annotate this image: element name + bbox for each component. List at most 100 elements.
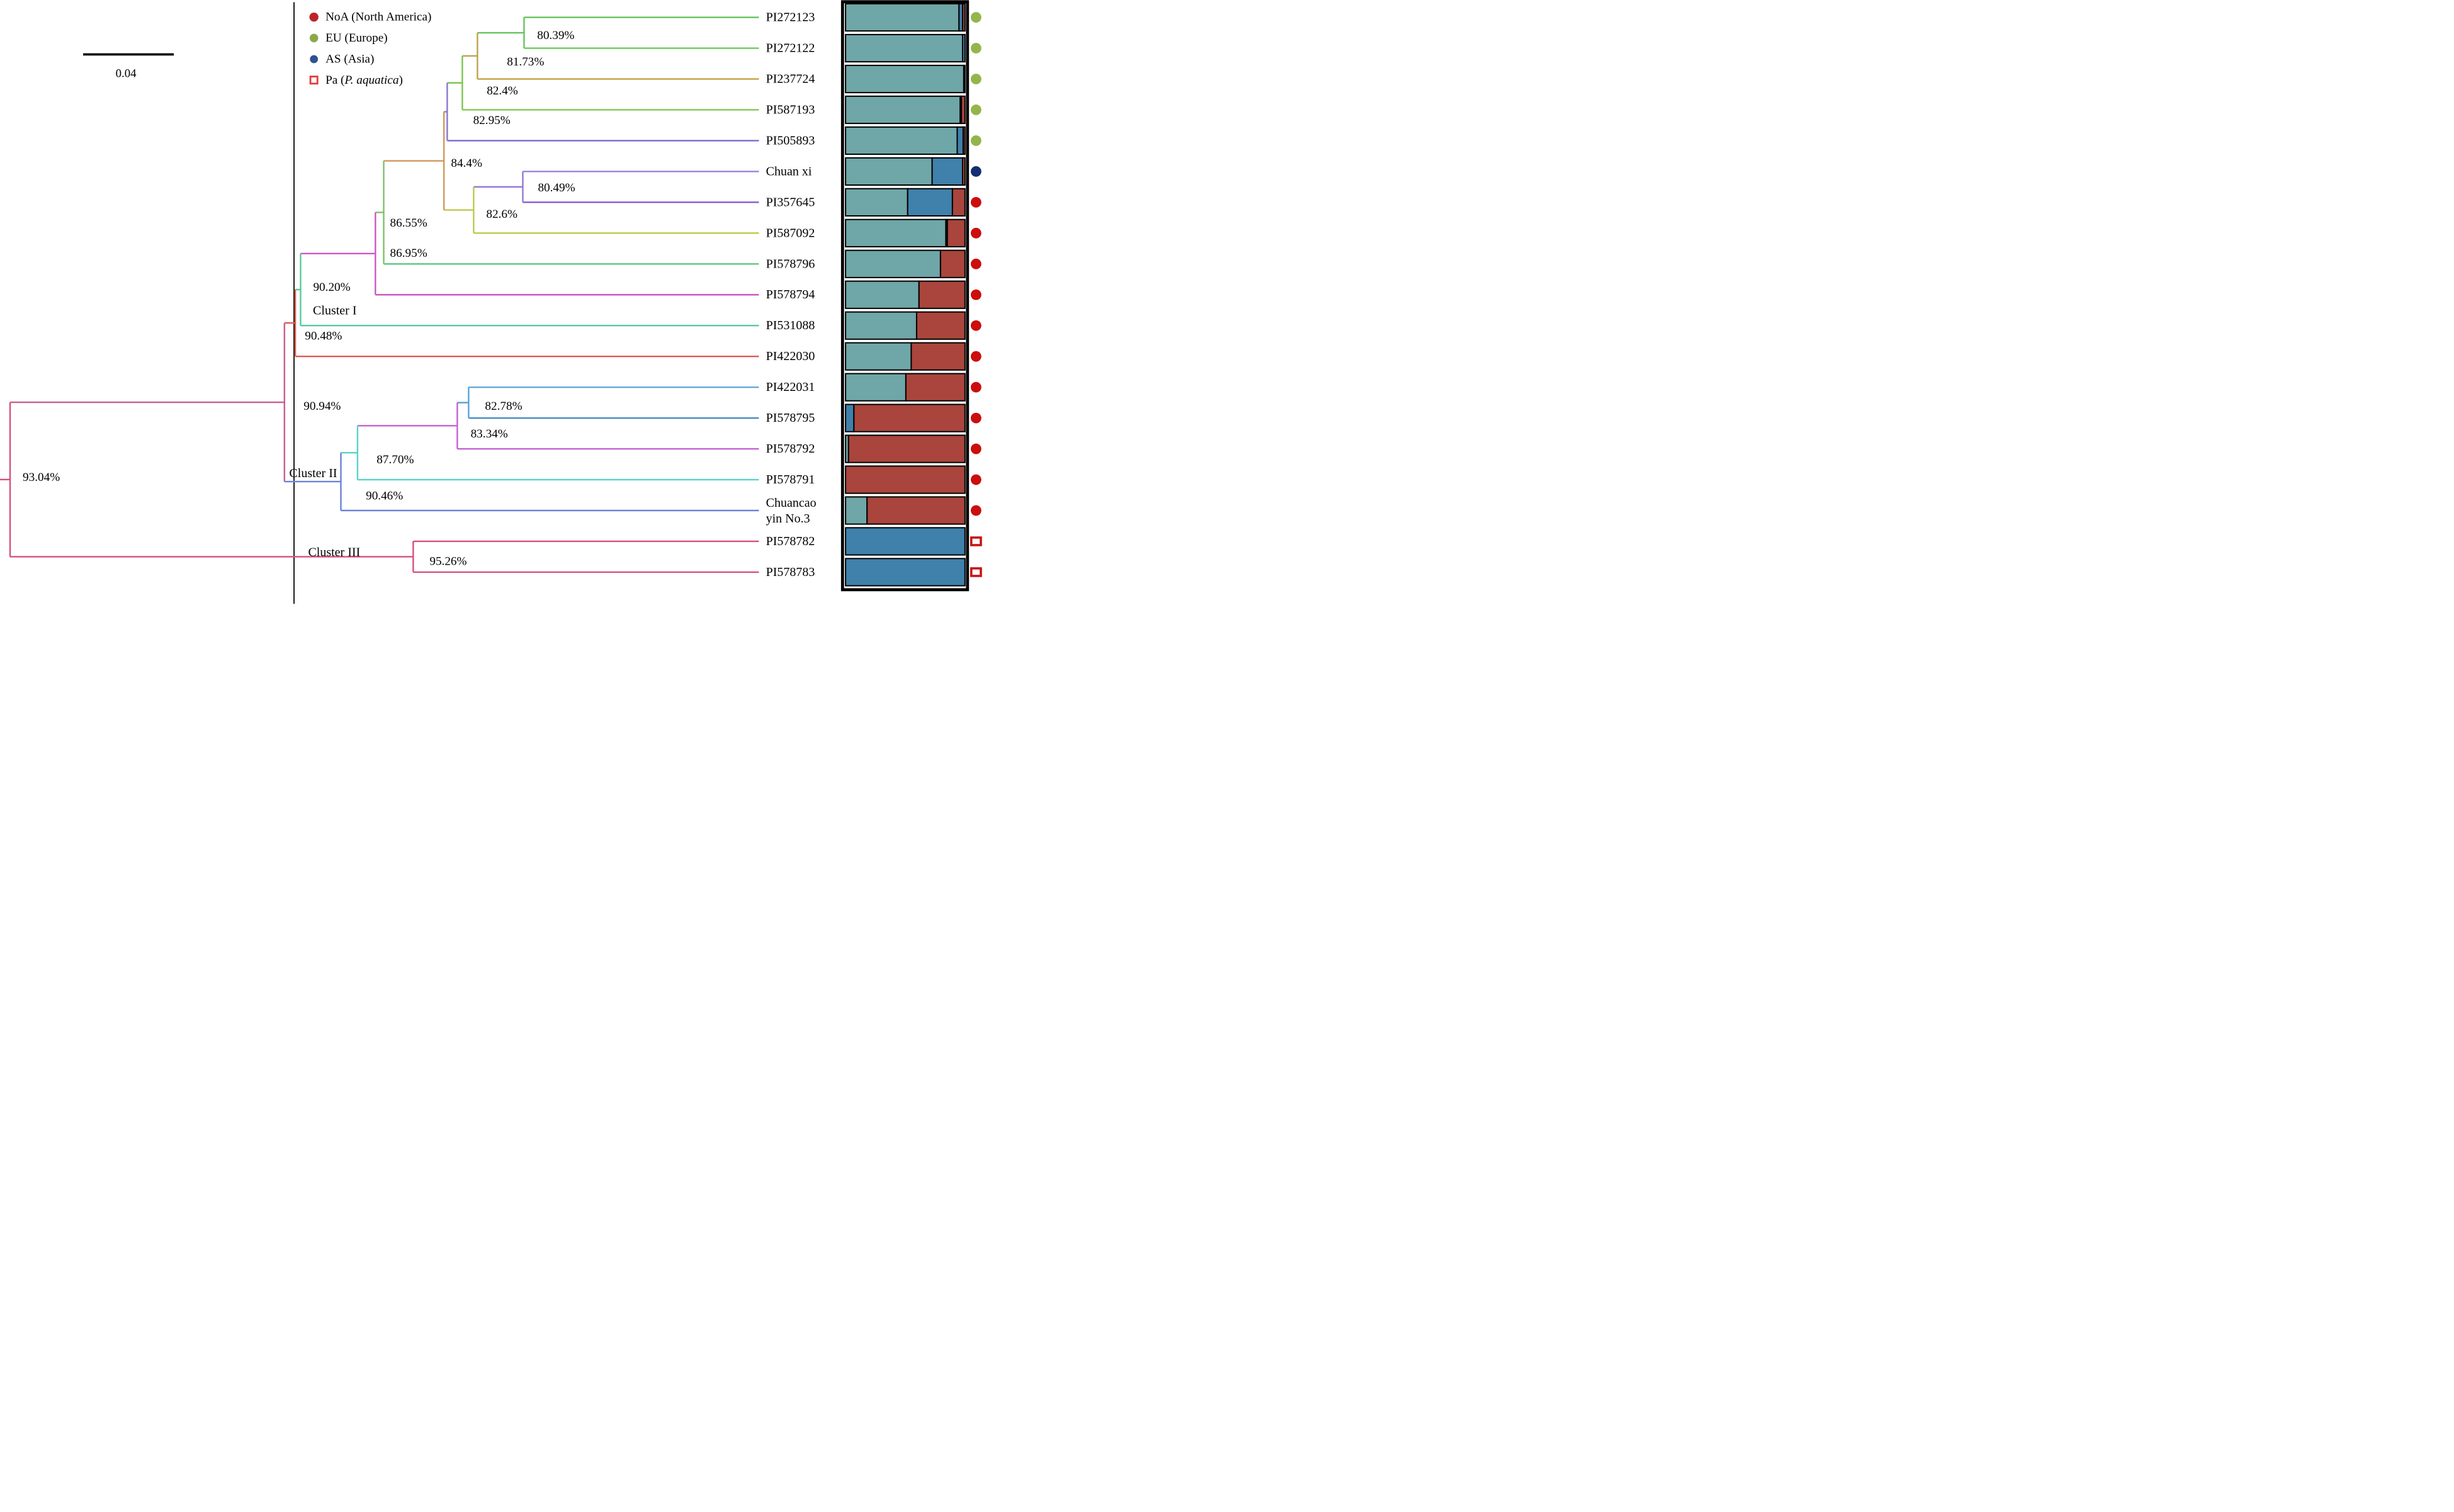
taxon-label: PI578792 xyxy=(766,442,815,456)
support-label: 86.55% xyxy=(390,217,427,230)
bar-segment-red xyxy=(951,188,966,217)
cluster-iii-label: Cluster III xyxy=(308,546,360,560)
olive-dot-marker xyxy=(970,104,981,115)
red-dot-marker xyxy=(970,196,981,208)
support-label: 93.04% xyxy=(23,471,60,484)
bar-segment-teal xyxy=(845,188,908,217)
structure-barplot xyxy=(845,3,966,587)
olive-dot-marker xyxy=(970,74,981,84)
taxon-label: Chuan xi xyxy=(766,164,812,178)
pa-square-marker xyxy=(970,536,982,546)
taxon-label: PI578791 xyxy=(766,473,815,487)
bar-segment-red xyxy=(910,342,966,371)
taxon-label: PI587092 xyxy=(766,226,815,240)
bar-segment-teal xyxy=(845,3,960,32)
taxon-label: PI505893 xyxy=(766,133,815,147)
pa-open-square-icon xyxy=(309,76,319,85)
taxa-labels: PI272123PI272122PI237724PI587193PI505893… xyxy=(766,11,817,579)
pa-label-species: P. aquatica xyxy=(344,74,399,87)
support-label: 83.34% xyxy=(471,427,508,441)
support-label: 82.6% xyxy=(486,208,517,221)
bar-segment-red xyxy=(961,157,966,186)
bar-segment-teal xyxy=(845,218,947,247)
bar-segment-red xyxy=(845,465,966,494)
bar-segment-teal xyxy=(845,95,961,125)
bar-segment-teal xyxy=(845,342,912,371)
bar-segment-teal xyxy=(845,249,941,278)
pa-square-marker xyxy=(970,567,982,577)
taxon-label: PI237724 xyxy=(766,72,815,86)
olive-dot-marker xyxy=(970,12,981,23)
legend-item-as: AS (Asia) xyxy=(325,53,374,66)
noa-dot-icon xyxy=(309,12,319,22)
pa-label-suffix: ) xyxy=(399,74,402,87)
support-label: 80.39% xyxy=(537,29,574,42)
red-dot-marker xyxy=(970,320,981,331)
taxon-label: PI422031 xyxy=(766,380,815,394)
taxon-label: PI272122 xyxy=(766,42,815,55)
as-dot-icon xyxy=(310,55,319,64)
bar-segment-red xyxy=(962,126,966,155)
taxon-label: PI578796 xyxy=(766,257,815,271)
bar-segment-teal xyxy=(845,280,920,309)
support-label: 80.49% xyxy=(538,181,575,195)
support-label: 90.20% xyxy=(313,281,350,294)
support-label: 82.95% xyxy=(473,114,511,127)
red-dot-marker xyxy=(970,505,981,516)
red-dot-marker xyxy=(970,289,981,300)
red-dot-marker xyxy=(970,227,981,239)
eu-dot-icon xyxy=(309,33,319,43)
bar-segment-teal xyxy=(845,311,917,340)
bar-segment-red xyxy=(961,95,966,125)
scale-bar: 0.04 xyxy=(83,53,174,81)
red-dot-marker xyxy=(970,351,981,362)
bar-segment-blue xyxy=(963,64,966,94)
taxon-label: PI578783 xyxy=(766,565,815,579)
support-labels: 80.39%81.73%82.4%82.95%80.49%82.6%84.4%8… xyxy=(23,29,575,568)
bar-segment-red xyxy=(905,373,966,402)
pa-label-prefix: Pa ( xyxy=(325,74,344,87)
cluster-ii-label: Cluster II xyxy=(289,466,337,480)
support-label: 90.46% xyxy=(366,489,403,502)
taxon-label: PI422030 xyxy=(766,349,815,363)
tree-branches xyxy=(0,16,759,573)
bar-segment-red xyxy=(853,403,966,432)
taxon-label: PI272123 xyxy=(766,11,815,25)
taxon-label: PI578794 xyxy=(766,288,815,302)
bar-segment-red xyxy=(946,218,966,247)
bar-segment-blue xyxy=(845,558,966,587)
olive-dot-marker xyxy=(970,43,981,54)
bar-segment-blue xyxy=(907,188,953,217)
taxon-label: PI357645 xyxy=(766,195,815,209)
bar-segment-blue xyxy=(961,33,966,63)
bar-segment-teal xyxy=(845,64,964,94)
structure-plot-frame xyxy=(840,0,970,592)
bar-segment-red xyxy=(847,434,966,463)
olive-dot-marker xyxy=(970,135,981,146)
bar-segment-blue xyxy=(845,403,855,432)
support-label: 84.4% xyxy=(451,157,482,170)
legend-item-eu: EU (Europe) xyxy=(325,31,388,45)
bar-segment-red xyxy=(939,249,966,278)
bar-segment-red xyxy=(866,496,966,525)
support-label: 87.70% xyxy=(376,453,414,466)
support-label: 82.4% xyxy=(487,84,518,98)
red-dot-marker xyxy=(970,474,981,485)
support-label: 90.48% xyxy=(305,329,342,342)
taxon-label: PI531088 xyxy=(766,319,815,332)
bar-segment-teal xyxy=(845,373,907,402)
bar-segment-red xyxy=(918,280,966,309)
red-dot-marker xyxy=(970,443,981,454)
bar-segment-blue xyxy=(956,126,964,155)
bar-segment-red xyxy=(915,311,966,340)
support-label: 86.95% xyxy=(390,247,427,260)
red-dot-marker xyxy=(970,412,981,424)
bar-segment-teal xyxy=(845,33,963,63)
taxon-label: PI578782 xyxy=(766,534,815,548)
bar-segment-teal xyxy=(845,496,868,525)
region-markers xyxy=(970,12,982,577)
support-label: 82.78% xyxy=(485,400,522,413)
bar-segment-teal xyxy=(845,126,958,155)
support-label: 95.26% xyxy=(429,555,466,568)
bar-segment-blue xyxy=(845,527,966,556)
